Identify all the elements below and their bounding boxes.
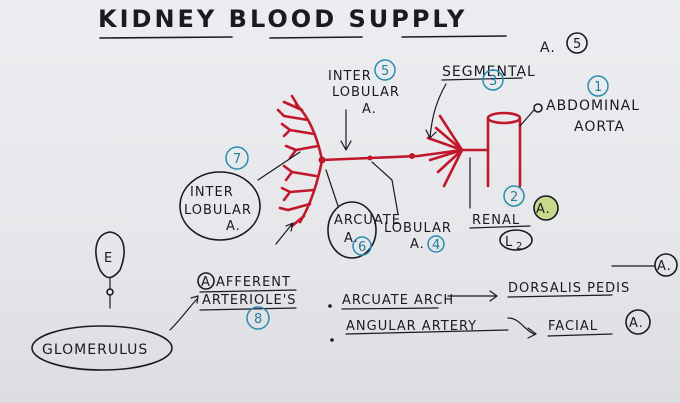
note-2-suffix: A.: [629, 316, 644, 331]
note-2-right-underline: [547, 333, 613, 337]
label-inter-left-a: A.: [226, 219, 241, 234]
label-afferent-prefix: A: [201, 275, 211, 290]
number-5-inter-circle: [374, 59, 396, 81]
note-2-right: FACIAL: [548, 319, 598, 334]
label-inter-top: INTER: [328, 69, 372, 84]
label-lobular-left: LOBULAR: [184, 203, 252, 218]
label-inter-left: INTER: [190, 185, 234, 200]
label-lobular-a: A.: [410, 237, 425, 252]
inter-left-ellipse: [179, 171, 261, 241]
note-2-a-circle: [625, 309, 651, 335]
page-title: KIDNEY BLOOD SUPPLY: [98, 5, 467, 33]
number-5-segmental: 5: [573, 37, 582, 52]
e-shape: [95, 231, 125, 279]
artery-tree: [276, 94, 522, 228]
label-arcuate: ARCUATE: [334, 213, 401, 228]
number-8-circle: [246, 306, 270, 330]
number-1: 1: [594, 80, 602, 95]
number-4: 4: [432, 238, 440, 253]
label-afferent: AFFERENT: [216, 275, 291, 290]
l2-ellipse: [499, 229, 533, 251]
note-1-underline-arrow: [341, 290, 498, 310]
title-underline: [99, 35, 507, 39]
upper-twigs: [276, 108, 298, 160]
number-3: 3: [489, 74, 497, 89]
number-1-circle: [587, 75, 609, 97]
label-glomerulus: GLOMERULUS: [42, 342, 148, 358]
label-lobular-top: LOBULAR: [332, 85, 400, 100]
abdominal-aorta: [486, 116, 522, 188]
afferent-underlines: [199, 289, 297, 311]
afferent-pointer: [275, 222, 294, 245]
label-abdominal: ABDOMINAL: [546, 98, 640, 114]
label-lobular: LOBULAR: [384, 221, 452, 236]
note-2-left: ANGULAR ARTERY: [346, 319, 477, 334]
number-2: 2: [510, 190, 518, 205]
note-1-right-underline: [507, 294, 613, 298]
lobar-artery: [320, 148, 464, 162]
afferent-to-glomerulus-arrow: [169, 295, 199, 331]
lower-interlobular: [286, 170, 318, 228]
inter-left-pointer: [257, 151, 301, 181]
inter-top-arrow: [340, 109, 352, 151]
label-l-sub: 2: [516, 241, 522, 252]
renal-underline: [469, 225, 531, 229]
number-2-circle: [503, 185, 525, 207]
lobular-pointer: [371, 161, 399, 215]
glomerulus-ellipse: [31, 325, 173, 371]
bullet-2: [330, 338, 334, 342]
number-8: 8: [254, 312, 262, 327]
renal-a-circle: [533, 195, 559, 221]
label-arterioles: ARTERIOLE'S: [202, 293, 297, 308]
bullet-1: [328, 304, 332, 308]
branch-node-2: [367, 155, 373, 161]
note-2-underline-arrow: [345, 317, 537, 339]
number-4-circle: [427, 235, 445, 253]
aorta-pointer-dot: [533, 103, 543, 113]
segmental-branches: [426, 114, 464, 188]
number-6: 6: [358, 240, 366, 255]
note-1-left: ARCUATE ARCH: [342, 293, 454, 308]
aorta-pointer: [519, 109, 535, 127]
afferent-a-circle: [197, 272, 215, 290]
label-aorta: AORTA: [574, 119, 625, 135]
number-7: 7: [233, 152, 241, 167]
label-renal-a: A.: [536, 202, 551, 217]
e-stalk-dot: [106, 288, 114, 296]
arcuate-ellipse: [327, 201, 377, 259]
label-segmental-a: A.: [540, 40, 556, 56]
upper-interlobular: [282, 94, 320, 152]
segmental-underline: [441, 77, 523, 81]
arcuate-pointer: [325, 169, 339, 207]
label-l: L: [505, 235, 513, 250]
note-1-a-circle: [654, 253, 678, 277]
number-3-circle: [482, 69, 504, 91]
aorta-top: [486, 111, 522, 125]
notes: ARCUATE ARCH DORSALIS PEDIS A. ANGULAR A…: [328, 253, 678, 342]
number-5-segmental-circle: [566, 32, 588, 54]
lower-twigs: [278, 164, 294, 212]
label-inter-top-a: A.: [362, 102, 377, 117]
note-1-suffix: A.: [657, 259, 672, 274]
label-segmental: SEGMENTAL: [442, 64, 536, 80]
label-renal: RENAL: [472, 213, 520, 228]
branch-node-1: [409, 153, 415, 159]
label-e: E: [104, 251, 113, 266]
number-5-inter: 5: [381, 64, 389, 79]
number-6-circle: [352, 236, 372, 256]
number-7-circle: [225, 146, 249, 170]
segmental-arrow: [425, 83, 447, 139]
note-1-right: DORSALIS PEDIS: [508, 281, 630, 296]
